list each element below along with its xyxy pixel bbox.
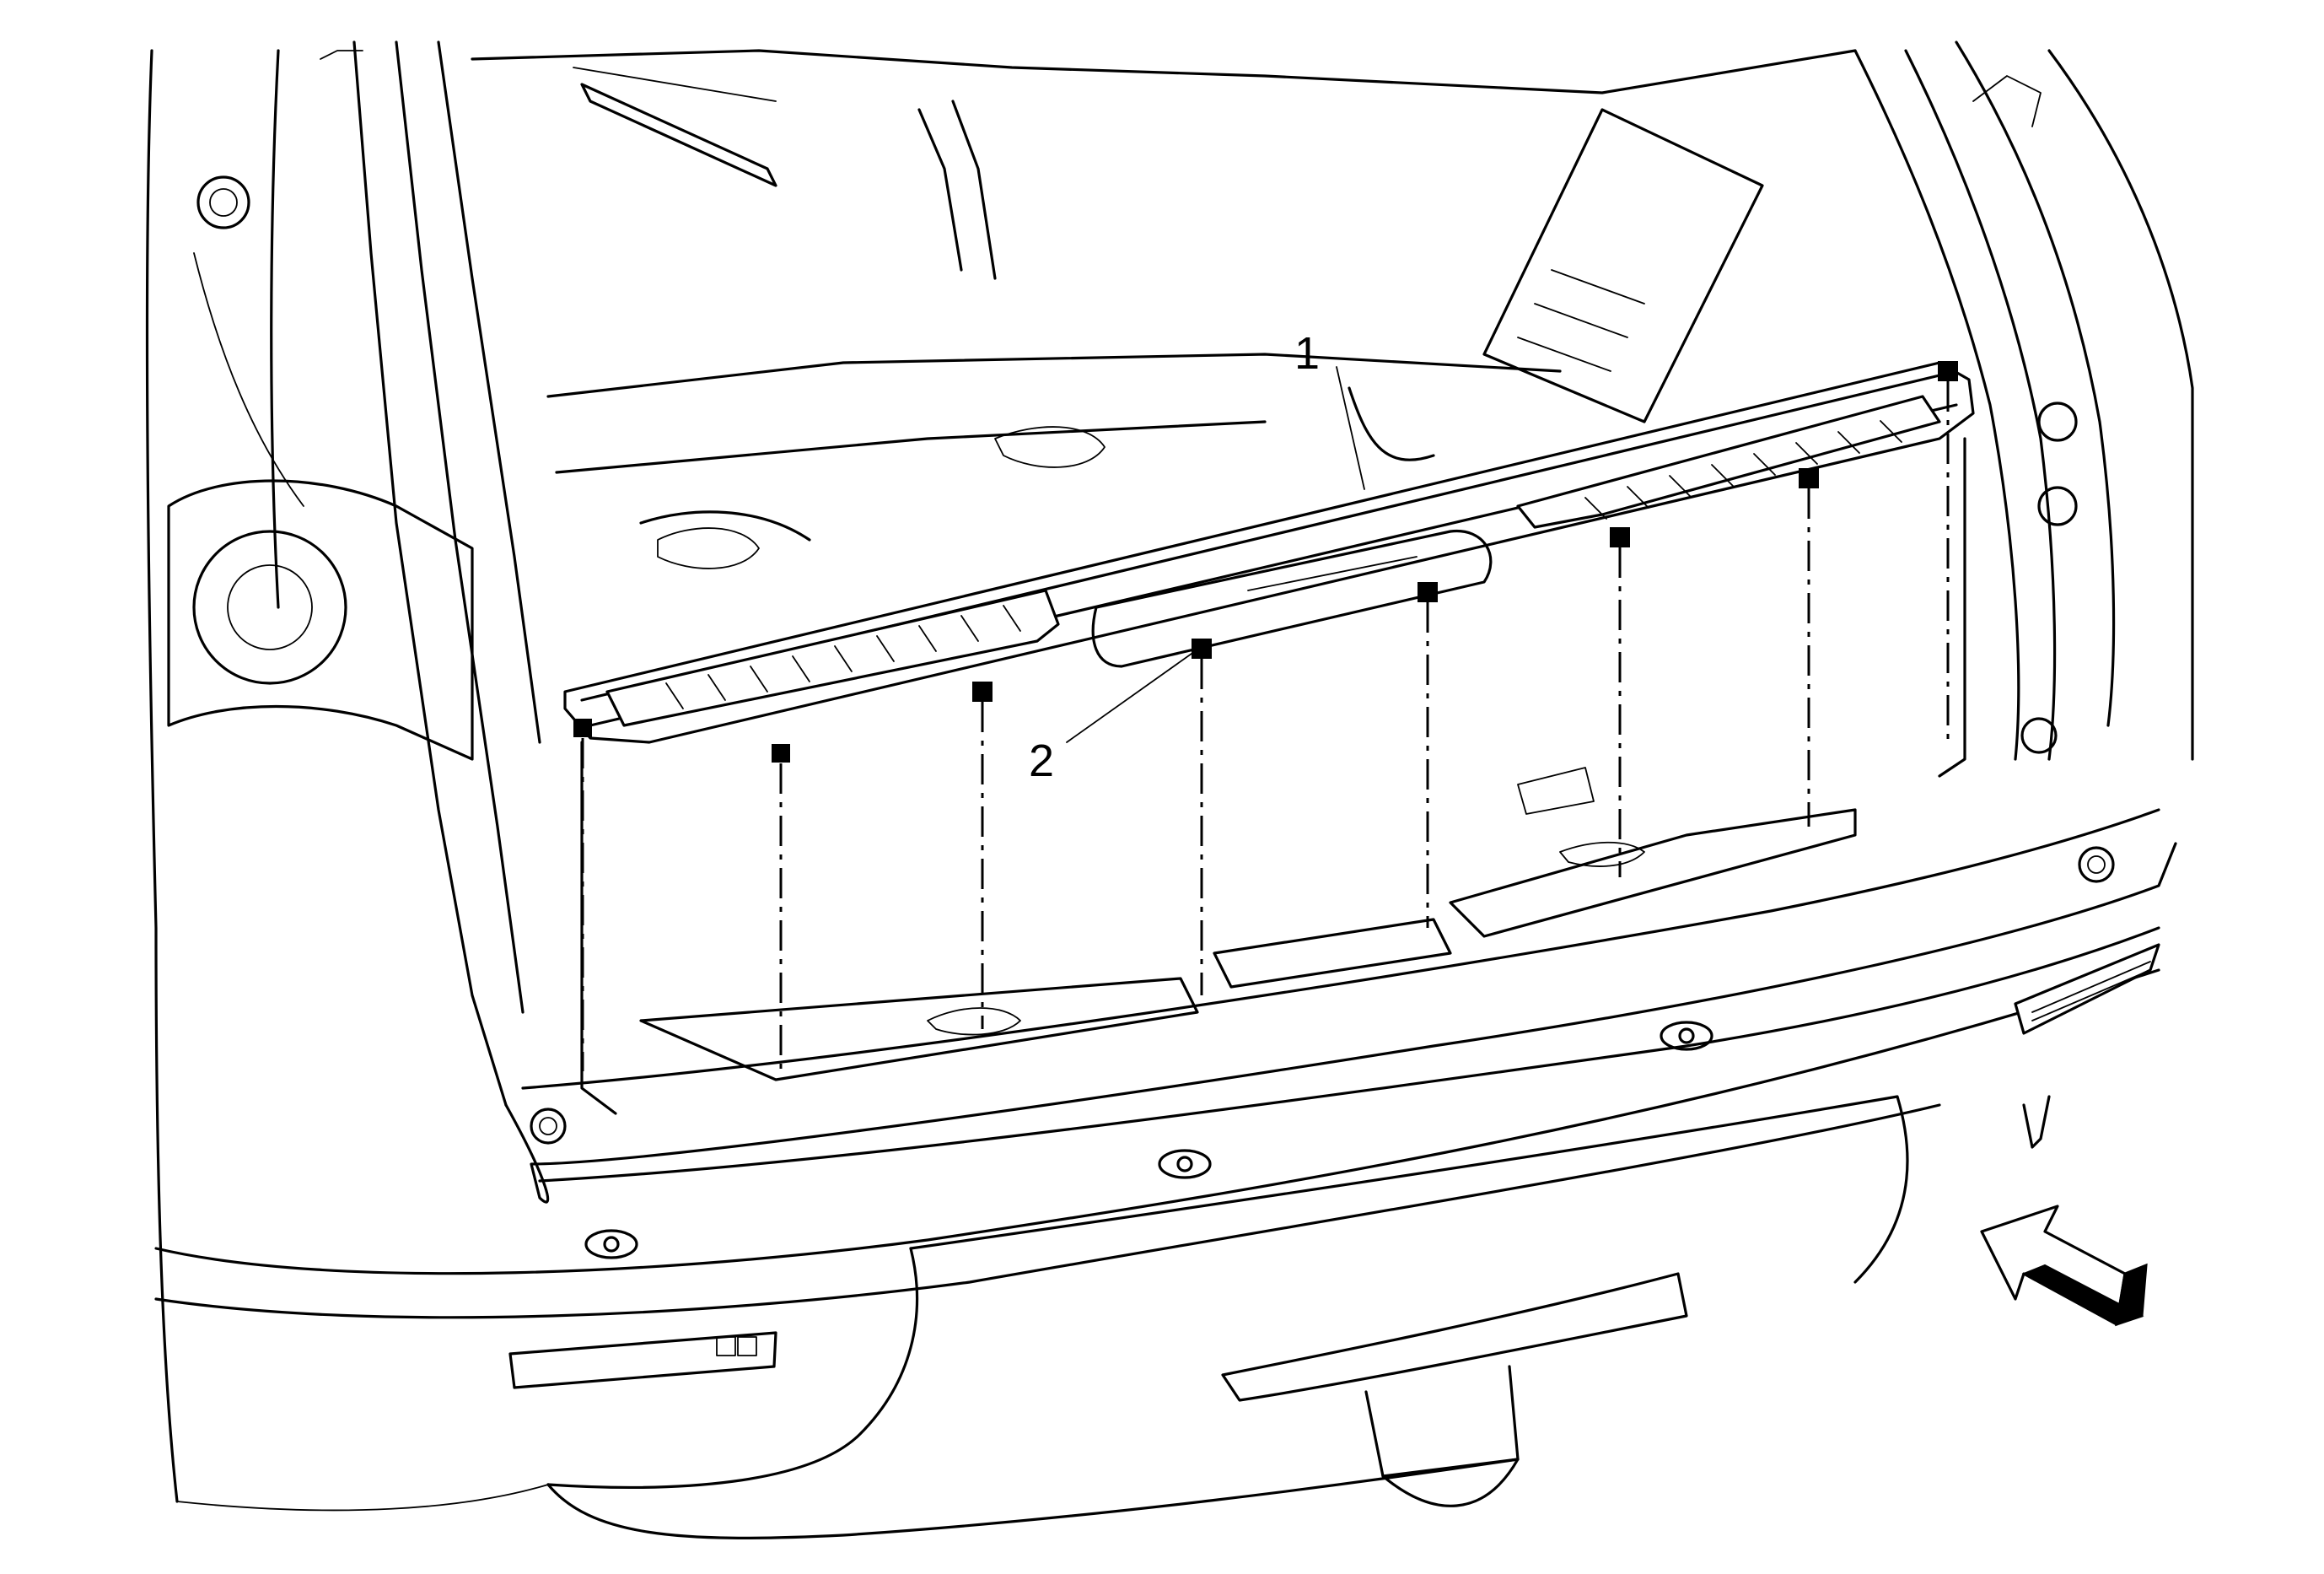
left-step-plate-ribs xyxy=(665,605,1021,709)
retainer xyxy=(972,682,993,1029)
callout-1-label: 1 xyxy=(1294,328,1320,379)
park-assist-sensor xyxy=(1660,1021,1713,1051)
vehicle-body xyxy=(145,40,2194,1503)
rear-bumper-fascia xyxy=(154,808,2177,1539)
park-assist-sensor xyxy=(1158,1149,1212,1179)
retainer xyxy=(1799,468,1819,827)
cargo-well xyxy=(580,437,1966,1115)
right-reflector-ribs xyxy=(2031,961,2151,1021)
park-assist-sensor xyxy=(584,1229,638,1259)
retainer xyxy=(1418,582,1438,928)
callout-1: 1 xyxy=(1294,328,1365,490)
callout-2-label: 2 xyxy=(1029,736,1054,786)
retainer xyxy=(772,744,790,1071)
view-direction-arrow-icon xyxy=(1980,1205,2148,1327)
right-step-plate-ribs xyxy=(1584,420,1902,520)
rear-compartment-sill-trim-panel xyxy=(563,361,1975,744)
retainer xyxy=(1938,361,1958,742)
retainer xyxy=(1192,639,1212,995)
callout-2: 2 xyxy=(1029,649,1198,786)
retainer xyxy=(1610,527,1630,877)
